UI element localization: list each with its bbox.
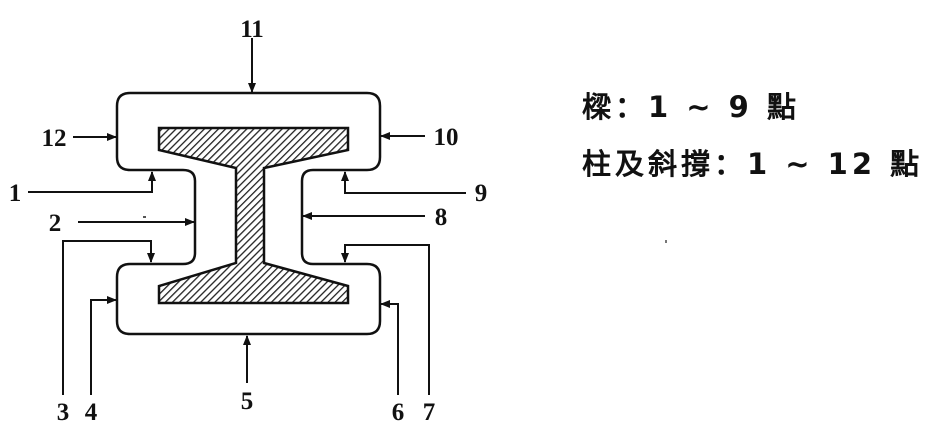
arrow-9 [341, 171, 466, 194]
arrow-6 [380, 300, 399, 395]
steel-i-section [157, 126, 350, 305]
arrow-7 [341, 244, 430, 395]
point-label-9: 9 [475, 180, 488, 207]
scan-speck [665, 240, 667, 243]
point-label-5: 5 [241, 388, 254, 415]
point-label-12: 12 [42, 125, 67, 152]
legend-column-brace-points: 柱及斜撐：1 ~ 12 點 [582, 147, 924, 181]
point-label-2: 2 [49, 210, 62, 237]
point-label-11: 11 [240, 16, 264, 43]
covering-outline [115, 91, 382, 336]
point-label-8: 8 [435, 204, 448, 231]
point-label-7: 7 [423, 399, 436, 426]
legend-beam-points: 樑：1 ~ 9 點 [582, 90, 800, 124]
point-label-4: 4 [85, 399, 98, 426]
arrow-3 [62, 240, 155, 395]
scan-speck [143, 216, 146, 218]
arrow-4 [90, 296, 117, 395]
point-label-3: 3 [57, 399, 70, 426]
point-label-1: 1 [9, 180, 22, 207]
point-label-10: 10 [434, 124, 459, 151]
arrow-1 [28, 171, 156, 193]
point-label-6: 6 [392, 399, 405, 426]
